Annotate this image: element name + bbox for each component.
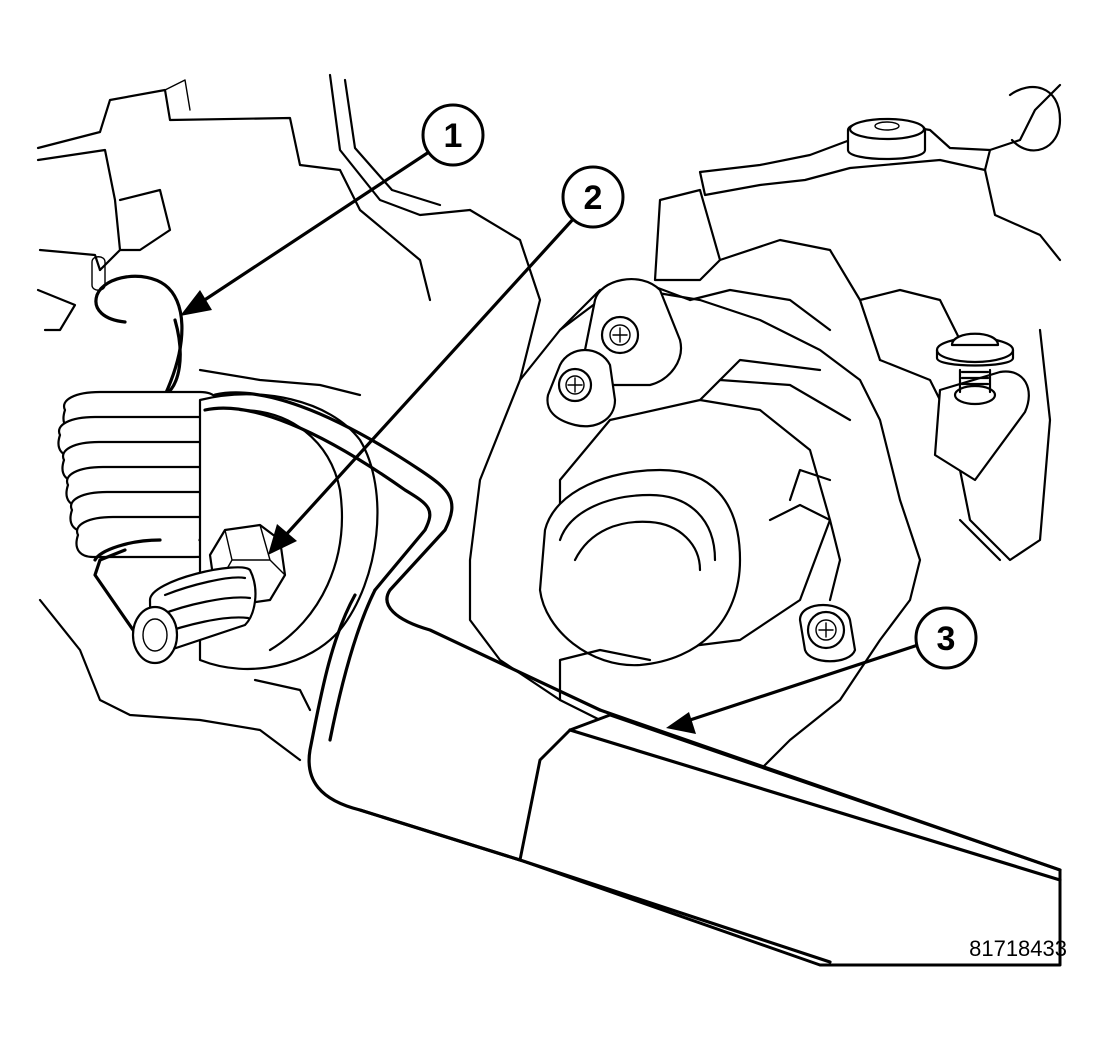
arrow-head-2 [268,524,297,555]
figure-id: 81718433 [969,936,1067,961]
arrow-head-3 [666,712,696,734]
callout-1: 1 [421,103,485,167]
leader-arrows [180,148,920,734]
cable-rod [93,391,1062,967]
housing-outline [36,73,542,762]
arrow-head-1 [180,290,212,316]
actuator-body [468,283,922,772]
callout-3-label: 3 [937,620,956,658]
upper-bracket [653,83,1062,562]
callout-2-label: 2 [584,179,603,217]
mounting-ears [546,278,857,663]
callout-2: 2 [561,165,625,229]
callout-3: 3 [914,606,978,670]
pivot-arm [933,332,1030,482]
callout-1-label: 1 [444,117,463,155]
